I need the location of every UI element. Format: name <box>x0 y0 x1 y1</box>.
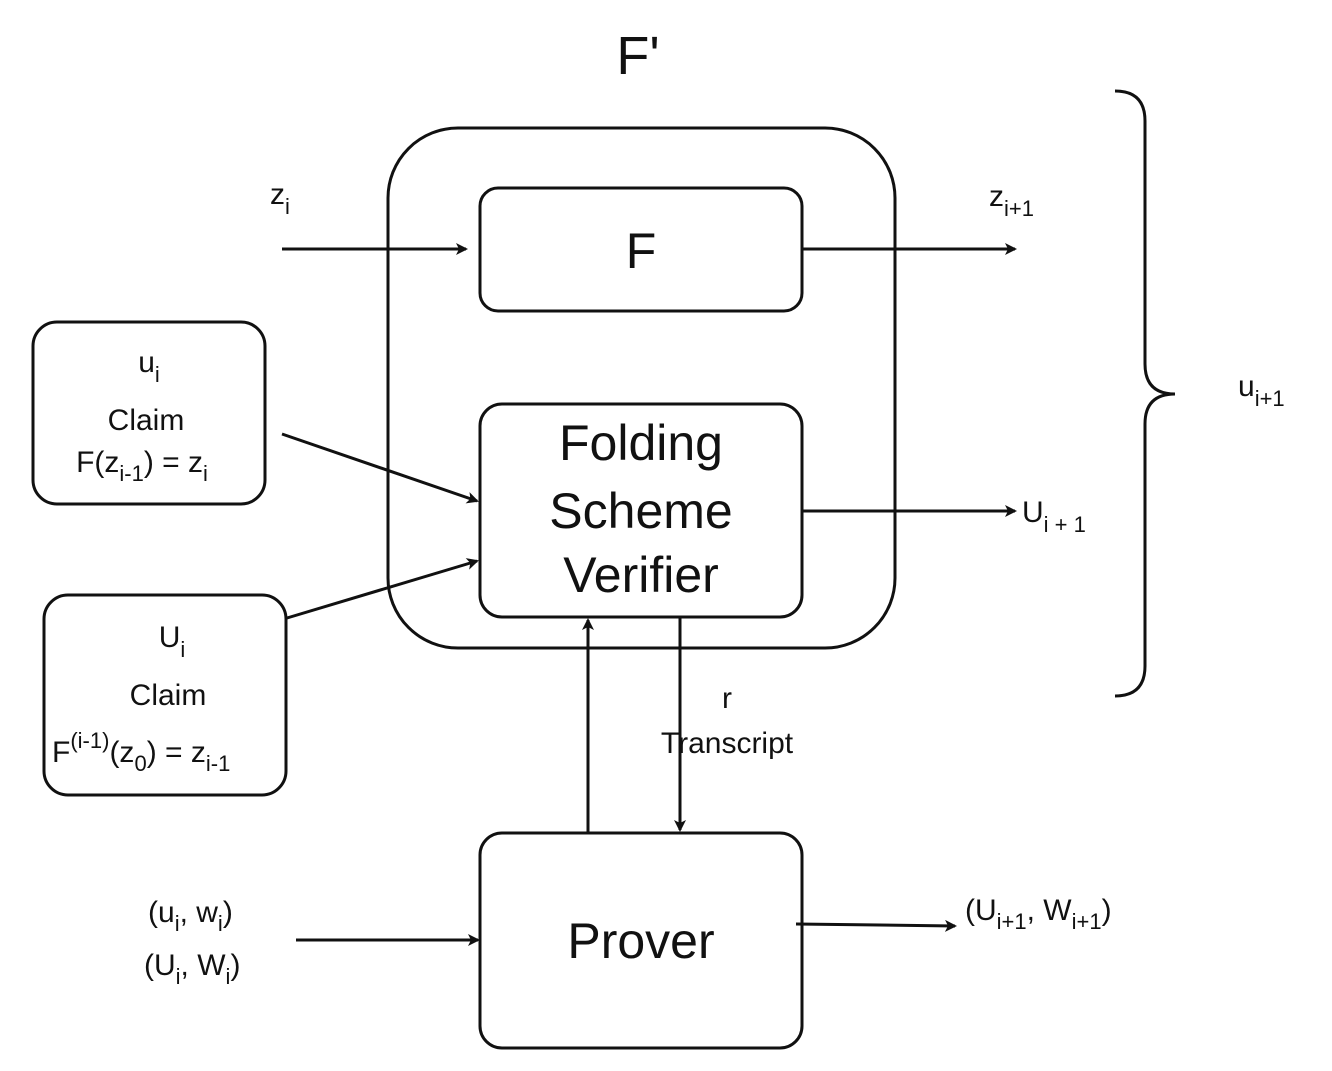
ui-claim-var: ui <box>138 346 160 387</box>
r-label: r <box>722 682 732 715</box>
prover-to-outputs-edge <box>795 919 957 932</box>
Ui-claim-equation: F(i-1)(z0) = zi-1 <box>52 728 230 776</box>
f-prime-container <box>386 126 897 650</box>
f-node-label: F <box>626 223 657 279</box>
zi1-label: zi+1 <box>989 180 1034 221</box>
ui-claim-equation: F(zi-1) = zi <box>76 446 208 486</box>
transcript-label: Transcript <box>661 727 794 760</box>
prover-node <box>478 831 804 1050</box>
zi-label: zi <box>270 178 290 219</box>
diagram-title: F' <box>616 26 659 86</box>
prover-node-label: Prover <box>567 913 714 969</box>
Ui-claim-to-verifier-edge <box>286 558 479 620</box>
verifier-line-3: Verifier <box>563 547 719 603</box>
prover-output-label: (Ui+1, Wi+1) <box>965 894 1112 934</box>
ui-claim-label: Claim <box>108 404 185 437</box>
verifier-line-2: Scheme <box>549 483 732 539</box>
ui1-label: ui+1 <box>1238 370 1285 411</box>
Ui-claim-label: Claim <box>130 679 207 712</box>
Ui-claim-node <box>42 593 288 797</box>
Ui1-label: Ui + 1 <box>1022 496 1086 537</box>
Ui-claim-var: Ui <box>159 621 186 662</box>
ui-claim-node <box>31 320 267 506</box>
output-brace <box>1114 89 1176 698</box>
prover-input-U-label: (Ui, Wi) <box>144 949 240 989</box>
ui-claim-to-verifier-edge <box>281 432 479 504</box>
prover-input-u-label: (ui, wi) <box>148 896 233 936</box>
verifier-line-1: Folding <box>559 415 723 471</box>
